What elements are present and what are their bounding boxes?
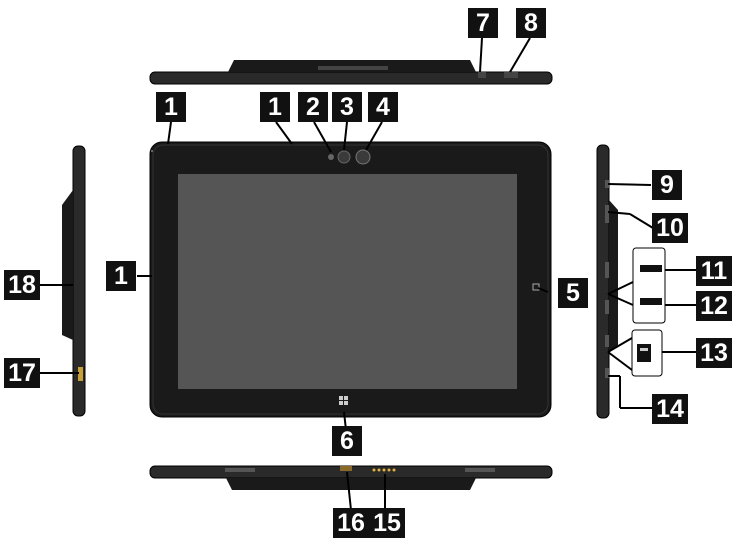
top-edge-view [149, 60, 553, 85]
callout-1-top-left: 1 [156, 92, 186, 122]
nfc-logo [532, 283, 540, 291]
callout-2: 2 [298, 92, 328, 122]
callout-18: 18 [4, 270, 40, 300]
callout-1-left: 1 [106, 261, 136, 291]
power-button-top [478, 72, 486, 78]
callout-6: 6 [332, 426, 362, 456]
front-view [149, 141, 552, 418]
callout-15: 15 [369, 508, 405, 538]
callout-16: 16 [333, 508, 369, 538]
dock-connector-left [78, 367, 83, 381]
callout-17: 17 [4, 358, 40, 388]
ambient-light-sensor [328, 154, 334, 160]
right-edge-view [596, 144, 618, 419]
usb-port [605, 335, 609, 347]
bottom-edge-view [149, 465, 553, 490]
rotation-lock-button-top [504, 72, 518, 78]
volume-buttons [605, 205, 609, 223]
keyboard-connector [372, 468, 376, 472]
sim-slot [605, 300, 609, 314]
audio-jack [605, 180, 609, 188]
left-edge-view [62, 145, 86, 417]
callout-7: 7 [468, 8, 498, 38]
slot-inset [632, 247, 666, 324]
microsd-slot [605, 262, 609, 278]
camera-indicator [337, 150, 351, 164]
callout-3: 3 [332, 92, 362, 122]
callout-11: 11 [696, 256, 732, 286]
callout-9: 9 [652, 170, 682, 200]
dock-connector-bottom [340, 466, 352, 471]
leader-lines [40, 37, 696, 511]
display-screen [178, 174, 517, 389]
callout-14: 14 [652, 394, 688, 424]
callout-8: 8 [516, 8, 546, 38]
callout-4: 4 [368, 92, 398, 122]
callout-1-top-center: 1 [260, 92, 290, 122]
ac-power-connector [605, 368, 609, 378]
callout-10: 10 [652, 213, 688, 243]
callout-12: 12 [696, 291, 732, 321]
callout-5: 5 [558, 278, 588, 308]
front-camera [355, 149, 371, 165]
usb-inset [631, 329, 663, 377]
windows-button [339, 396, 343, 400]
callout-13: 13 [696, 338, 732, 368]
